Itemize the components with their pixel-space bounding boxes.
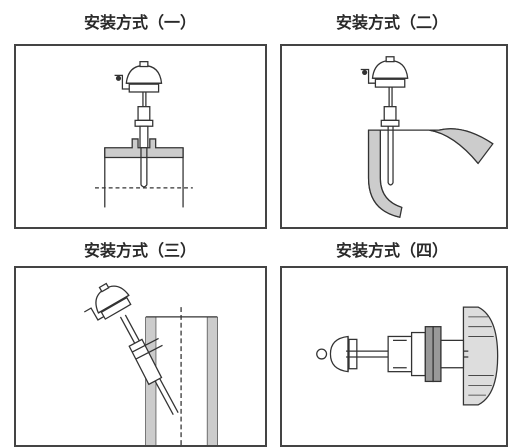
method-2-title: 安装方式（二） (335, 13, 448, 32)
method-1-title: 安装方式（一） (83, 13, 196, 32)
panel-method-3 (14, 266, 267, 447)
diagram-method-4 (316, 306, 499, 406)
elbow-pipe (367, 128, 494, 218)
diagram-method-2 (360, 56, 494, 218)
thermocouple-head (360, 56, 409, 107)
thermocouple-head (83, 282, 132, 321)
diagram-method-3 (83, 282, 218, 445)
thermocouple-head (329, 335, 358, 373)
sensor-probe (140, 147, 148, 188)
method-4-title: 安装方式（四） (335, 241, 448, 260)
pipe-section (95, 138, 193, 208)
panel-method-4 (280, 266, 508, 447)
method-3-title: 安装方式（三） (83, 241, 196, 260)
diagram-method-1 (95, 61, 193, 208)
sensor-probe (387, 126, 394, 186)
panel-method-2 (280, 44, 508, 229)
panel-method-1 (14, 44, 267, 229)
sensor-probe (119, 314, 179, 415)
sensor-probe (346, 326, 469, 383)
thermocouple-head (114, 61, 163, 107)
furnace-wall (462, 306, 499, 406)
